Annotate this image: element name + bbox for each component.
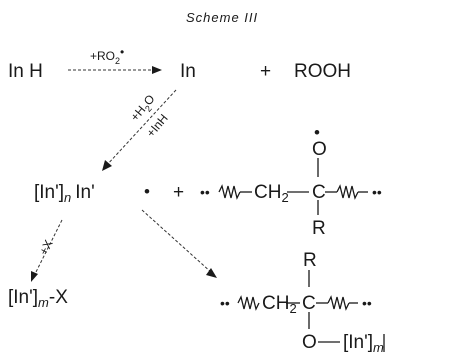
svg-text:[In']nIn': [In']nIn'	[34, 182, 95, 205]
arrow-in-to-oligomer	[102, 89, 177, 171]
plus-sign-2: +	[173, 182, 184, 203]
reactant-inh: In H	[8, 61, 43, 82]
svg-text:O: O	[312, 139, 327, 160]
grafted-polymer-product: R •• CH2 C •• O [In']m	[220, 250, 385, 355]
product-rooh: ROOH	[294, 61, 351, 82]
svg-text:••: ••	[362, 295, 372, 311]
product-in: In	[180, 61, 196, 82]
svg-text:C: C	[302, 293, 316, 314]
svg-text:CH2: CH2	[262, 293, 297, 316]
polymer-alkoxy-radical: •• CH2 C •• O • R	[200, 123, 382, 239]
reagent-x-label: +X	[36, 238, 55, 258]
arrow-to-grafted-product	[141, 209, 217, 278]
radical-dot: •	[144, 182, 150, 201]
svg-text:O: O	[302, 332, 317, 353]
svg-text:••: ••	[200, 184, 210, 200]
plus-sign-1: +	[260, 61, 271, 82]
svg-text:C: C	[312, 182, 326, 203]
arrow-to-capped-product	[31, 219, 63, 282]
svg-text:CH2: CH2	[254, 182, 289, 205]
svg-text:[In']m: [In']m	[343, 332, 384, 355]
scheme-title: Scheme III	[186, 10, 258, 25]
svg-text:••: ••	[220, 295, 230, 311]
reagent-inh-label: +InH	[144, 111, 171, 140]
svg-text:+RO2•: +RO2•	[90, 45, 124, 66]
svg-text:••: ••	[372, 184, 382, 200]
arrow-inh-to-in	[68, 66, 162, 74]
reagent-ro2-label: +RO2•	[90, 45, 124, 66]
svg-text:R: R	[303, 250, 317, 271]
svg-text:R: R	[312, 218, 326, 239]
product-capped-oligomer: [In']m-X	[8, 287, 68, 310]
svg-text:[In']m-X: [In']m-X	[8, 287, 68, 310]
svg-text:•: •	[314, 123, 320, 142]
